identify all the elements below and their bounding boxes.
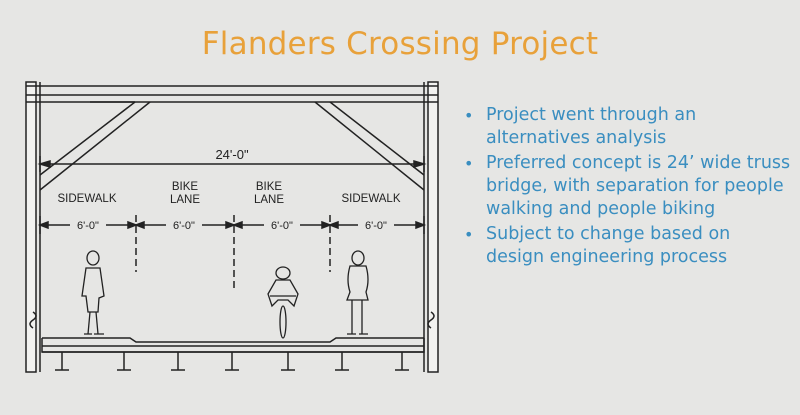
- bullet-item: Subject to change based on design engine…: [462, 223, 792, 269]
- zone-width-2: 6'-0": [173, 220, 195, 232]
- bullet-item: Preferred concept is 24’ wide truss brid…: [462, 152, 792, 221]
- zone-label-sidewalk-right: SIDEWALK: [341, 193, 400, 205]
- right-break-mark: [427, 311, 435, 329]
- zone-label-sidewalk-left: SIDEWALK: [57, 193, 116, 205]
- zone-label-bike-lane-left-1: BIKE: [172, 181, 199, 193]
- bullet-list: Project went through an alternatives ana…: [462, 104, 792, 271]
- pedestrian-man-icon: [81, 250, 105, 335]
- bullet-item: Project went through an alternatives ana…: [462, 104, 792, 150]
- zone-width-4: 6'-0": [365, 220, 387, 232]
- overall-dimension-line: [37, 156, 427, 172]
- pedestrian-woman-icon: [346, 250, 369, 335]
- bridge-deck: [41, 337, 425, 353]
- zone-width-3: 6'-0": [271, 220, 293, 232]
- left-break-mark: [29, 311, 37, 329]
- zone-label-bike-lane-right-2: LANE: [254, 194, 284, 206]
- right-post: [423, 81, 439, 373]
- zone-width-labels: 6'-0" 6'-0" 6'-0" 6'-0": [70, 219, 394, 232]
- overall-width-label: 24'-0": [215, 147, 249, 162]
- left-post: [25, 81, 41, 373]
- zone-width-1: 6'-0": [77, 220, 99, 232]
- deck-stringers: [55, 352, 409, 371]
- top-chord: [26, 85, 438, 103]
- zone-label-bike-lane-left-2: LANE: [170, 194, 200, 206]
- cyclist-icon: [267, 266, 299, 339]
- truss-braces: [39, 101, 425, 191]
- zone-label-bike-lane-right-1: BIKE: [256, 181, 283, 193]
- slide-title: Flanders Crossing Project: [201, 26, 599, 62]
